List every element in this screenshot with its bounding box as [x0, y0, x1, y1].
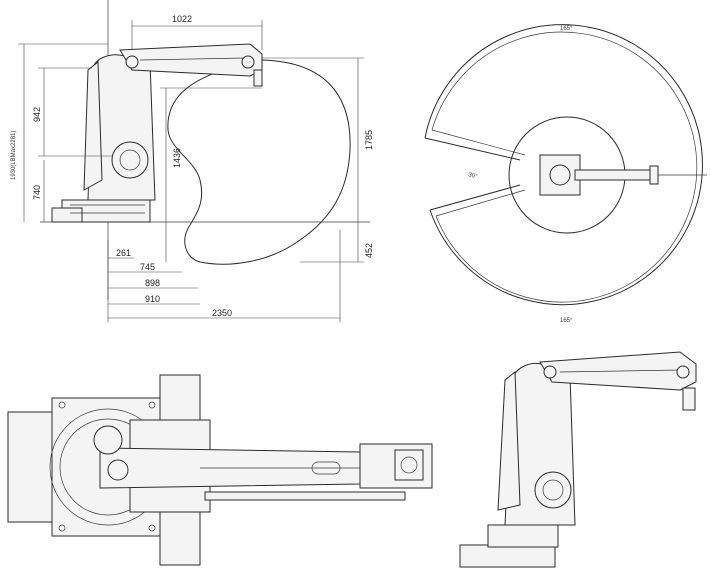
dim-right-height: 1785 [364, 130, 374, 150]
rear-arm [83, 60, 103, 191]
plan-tool-joint [400, 456, 418, 474]
side-work-envelope [167, 59, 351, 265]
small-shoulder-joint [543, 365, 557, 379]
small-rear-arm [497, 370, 521, 511]
dim-base-offset: 261 [116, 248, 131, 258]
plan-rotary-joint [107, 459, 129, 481]
angle-bottom-label: 165° [560, 318, 573, 324]
plan-motor-bottom [159, 509, 201, 566]
small-wrist-joint [676, 365, 690, 379]
bolt-hole [148, 401, 156, 409]
small-end-effector [682, 387, 696, 411]
dim-inner-height: 1436 [172, 148, 182, 168]
gap-line [431, 129, 526, 156]
plan-base-joint [93, 425, 123, 455]
angle-top-label: 165° [560, 26, 573, 32]
gap-line [424, 137, 521, 161]
dim-upper-height: 942 [32, 107, 42, 122]
bolt-hole [148, 524, 156, 532]
dim-reach-898: 898 [145, 278, 160, 288]
side-view-small [459, 351, 697, 568]
dim-total-height: 1930(LBMax2281) [11, 131, 17, 180]
plan-motor-top [159, 374, 201, 426]
dim-top-reach: 1022 [172, 14, 192, 24]
plan-side-plate [7, 411, 53, 523]
top-robot-joint [549, 164, 571, 186]
small-motor-inner [542, 479, 564, 501]
wrist-joint [241, 55, 255, 69]
top-robot-arm [574, 169, 656, 181]
plan-arm-slot [311, 461, 341, 475]
motor-joint-inner [119, 149, 141, 171]
angle-gap-label: 30° [467, 172, 478, 180]
gap-line [435, 189, 526, 217]
end-effector [253, 69, 263, 87]
bolt-hole [58, 401, 66, 409]
shoulder-joint [125, 55, 139, 69]
top-view: 165° 165° 30° [424, 24, 707, 324]
plan-lower-rod [204, 491, 406, 501]
gap-line [429, 184, 521, 211]
dim-reach-910: 910 [145, 294, 160, 304]
side-view: 1022 1930(LBMax2281) 942 740 1436 1785 4… [11, 0, 374, 322]
dim-full-reach: 2350 [212, 308, 232, 318]
plan-view [7, 374, 433, 566]
small-motor-joint [534, 471, 572, 509]
top-outer-envelope [424, 24, 703, 306]
small-base [487, 524, 559, 548]
plan-tool [394, 449, 424, 481]
dim-base-height: 740 [32, 185, 42, 200]
dim-below-base: 452 [364, 243, 374, 258]
base-plate [51, 207, 83, 223]
upper-arm-detail [139, 57, 246, 61]
top-robot-tool [649, 165, 659, 185]
small-upper-arm-detail [559, 369, 681, 373]
bolt-hole [58, 524, 66, 532]
motor-joint-icon [111, 141, 149, 179]
dim-reach-745: 745 [140, 262, 155, 272]
top-outer-envelope-inner [431, 31, 698, 303]
small-base-plate [459, 544, 556, 568]
